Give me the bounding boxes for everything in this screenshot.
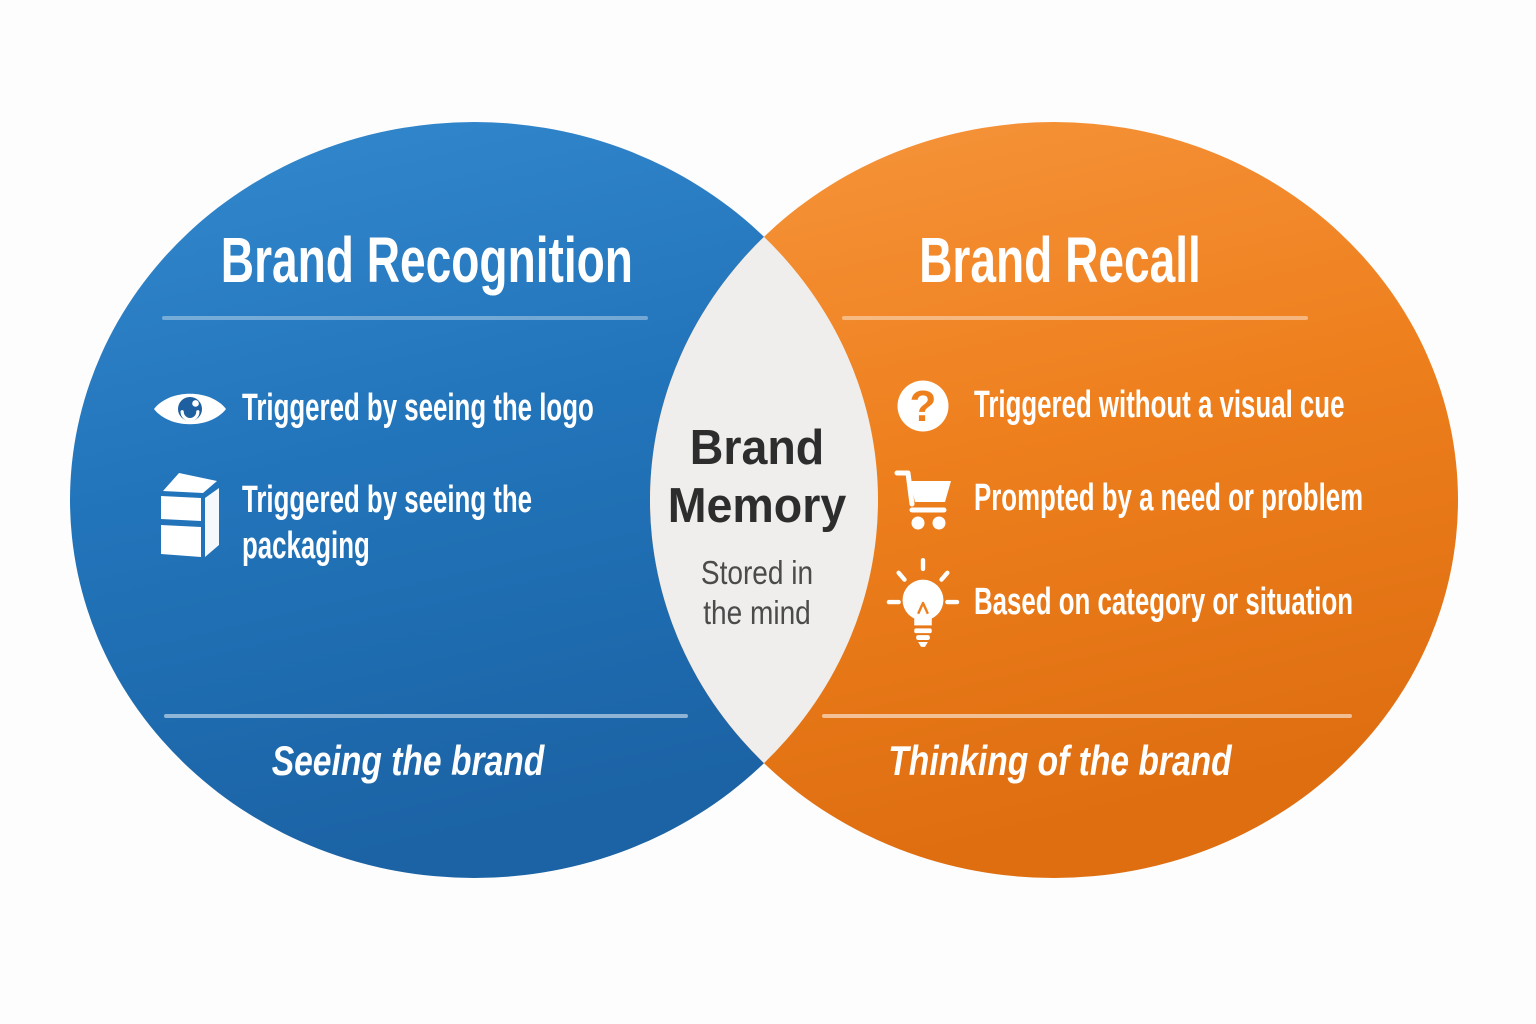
question-icon: ? xyxy=(884,380,962,432)
center-subtitle: Stored in the mind xyxy=(666,553,848,634)
center-title: Brand Memory xyxy=(655,420,858,536)
center-subtitle-line2: the mind xyxy=(703,594,811,632)
center-title-line1: Brand xyxy=(689,421,825,475)
right-title-underline xyxy=(842,316,1308,320)
left-title-underline xyxy=(162,316,648,320)
right-item-text: Triggered without a visual cue xyxy=(974,384,1345,427)
left-item-text: Triggered by seeing the packaging xyxy=(242,479,533,567)
right-footer-divider xyxy=(822,714,1352,718)
left-circle-shape xyxy=(70,122,878,878)
lightbulb-icon xyxy=(884,557,962,649)
right-circle-footer: Thinking of the brand xyxy=(888,737,1232,784)
left-circle-footer: Seeing the brand xyxy=(271,737,545,784)
list-item: Based on category or situation xyxy=(884,556,1404,650)
right-item-text: Based on category or situation xyxy=(974,581,1354,624)
list-item: Prompted by a need or problem xyxy=(884,466,1404,532)
center-title-line2: Memory xyxy=(667,478,847,533)
center-subtitle-line1: Stored in xyxy=(700,554,814,591)
list-item: Triggered by seeing the packaging xyxy=(150,460,670,567)
left-item-text: Triggered by seeing the logo xyxy=(242,387,594,430)
right-item-text: Prompted by a need or problem xyxy=(974,477,1364,520)
question-glyph: ? xyxy=(910,382,937,431)
left-circle-title: Brand Recognition xyxy=(220,224,633,296)
list-item: ? Triggered without a visual cue xyxy=(884,372,1404,440)
left-circle-items: Triggered by seeing the logo Triggered b… xyxy=(150,372,670,567)
right-circle-title: Brand Recall xyxy=(919,224,1201,296)
package-icon xyxy=(150,465,230,559)
right-circle-shape xyxy=(650,122,1458,878)
eye-icon xyxy=(150,385,230,433)
left-footer-divider xyxy=(164,714,688,718)
right-circle-items: ? Triggered without a visual cue Prompte… xyxy=(884,372,1404,650)
cart-icon xyxy=(884,466,962,532)
list-item: Triggered by seeing the logo xyxy=(150,372,670,446)
